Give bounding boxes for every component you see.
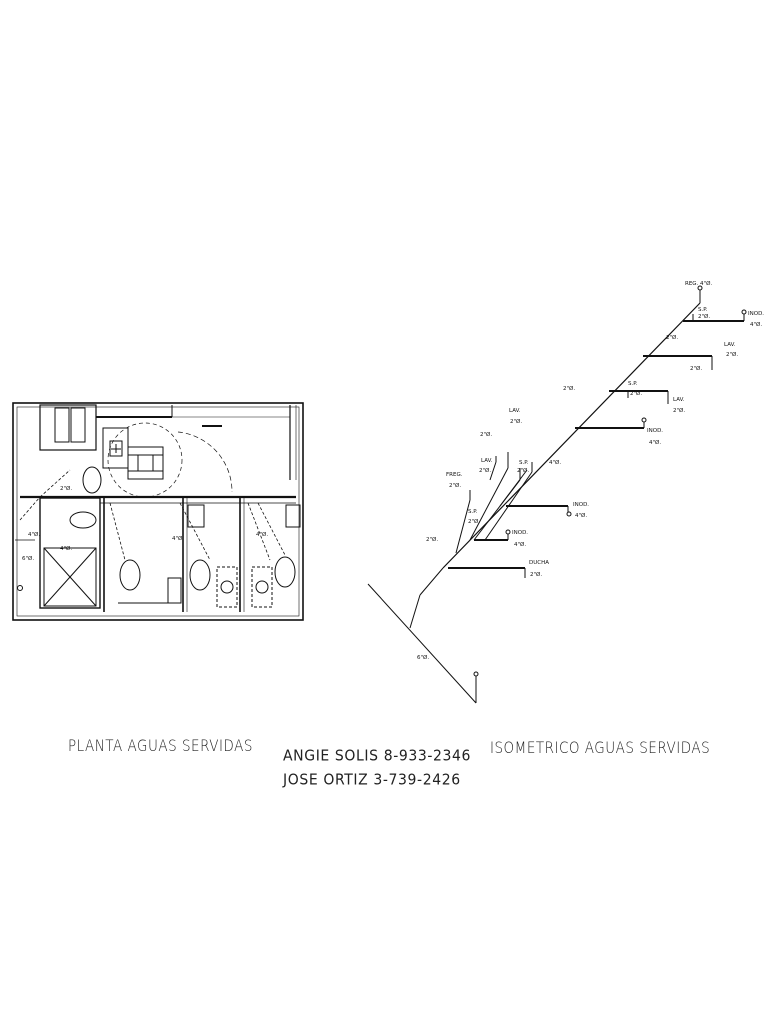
iso-main-sewer [367,583,477,704]
iso-label-freg-d: 2"Ø. [449,482,461,489]
toilet-shower-room [69,511,97,529]
iso-label-indo-low: INOD. [512,530,528,536]
plan-label-4in-a: 4"Ø. [28,531,40,538]
sink-left [54,407,70,443]
plan-outer-wall [12,402,304,621]
plan-label-6in: 6"Ø. [22,555,34,562]
floor-plan [12,402,304,621]
wheelchair-icon [127,446,164,480]
iso-label-2in-l1: 2"Ø. [480,431,492,438]
toilet-stall-3 [274,556,296,588]
iso-label-sp-mid: S.P. [628,381,638,387]
iso-label-lav-l2: LAV. [481,458,493,464]
plan-label-4in-c: 4"Ø. [256,531,268,538]
iso-label-indo-low-d: 4"Ø. [514,541,526,548]
iso-label-indo-top: INOD. [748,311,764,317]
iso-label-lav-l2-d: 2"Ø. [479,467,491,474]
iso-label-freg: FREG. [446,472,463,478]
iso-label-lav-r1: LAV. [724,342,736,348]
iso-label-sp-l-d: 2"Ø. [517,467,529,474]
isometric-diagram [367,285,747,704]
iso-label-indo-r2-d: 4"Ø. [649,439,661,446]
iso-label-lav-l1: LAV. [509,408,521,414]
author-2: JOSE ORTIZ 3-739-2426 [283,771,461,790]
iso-label-sp-l2-d: 2"Ø. [468,518,480,525]
floor-drain-2 [251,566,273,608]
toilet-stall-1 [119,559,141,591]
iso-label-lav-r2-d: 2"Ø. [673,407,685,414]
iso-label-sp-l: S.P. [519,460,529,466]
counter [39,404,97,451]
iso-label-reg: REG. 4"Ø. [685,280,712,287]
iso-label-2in-top: 2"Ø. [666,334,678,341]
iso-label-2in-mid: 2"Ø. [563,385,575,392]
iso-label-indo-r2: INOD. [647,428,663,434]
plan-label-4in-d: 4"Ø. [60,545,72,552]
isometric-title: ISOMETRICO AGUAS SERVIDAS [490,739,711,758]
iso-label-sp-top-d: 2"Ø. [698,313,710,320]
plan-label-4in-b: 4"Ø. [172,535,184,542]
plan-label-2in: 2"Ø. [60,485,72,492]
iso-label-ducha: DUCHA [529,560,549,566]
author-1: ANGIE SOLIS 8-933-2346 [283,747,472,765]
author-credits: ANGIE SOLIS 8-933-2346 JOSE ORTIZ 3-739-… [283,744,471,792]
iso-label-indo-top-d: 4"Ø. [750,321,762,328]
iso-label-sp-mid-d: 2"Ø. [630,390,642,397]
toilet-stall-2 [189,559,211,591]
iso-labels: REG. 4"Ø. S.P. 2"Ø. INOD. 4"Ø. 2"Ø. LAV.… [417,280,764,661]
iso-label-2in-low: 2"Ø. [426,536,438,543]
iso-label-indo-mid-d: 4"Ø. [575,512,587,519]
floor-drain-1 [216,566,238,608]
sink-right [70,407,86,443]
iso-label-6in: 6"Ø. [417,654,429,661]
iso-label-sp-top: S.P. [698,307,708,313]
iso-label-lav-r2: LAV. [673,397,685,403]
iso-label-sp-l2: S.P. [468,509,478,515]
round-sink [82,466,102,494]
iso-label-indo-mid: INOD. [573,502,589,508]
plan-title: PLANTA AGUAS SERVIDAS [68,737,253,756]
iso-label-lav-r1-d: 2"Ø. [726,351,738,358]
plan-inner-wall [16,406,300,617]
iso-label-lav-l1-d: 2"Ø. [510,418,522,425]
shower [39,497,101,609]
iso-label-2in-r1: 2"Ø. [690,365,702,372]
iso-label-4in-main: 4"Ø. [549,459,561,466]
iso-label-ducha-d: 2"Ø. [530,571,542,578]
